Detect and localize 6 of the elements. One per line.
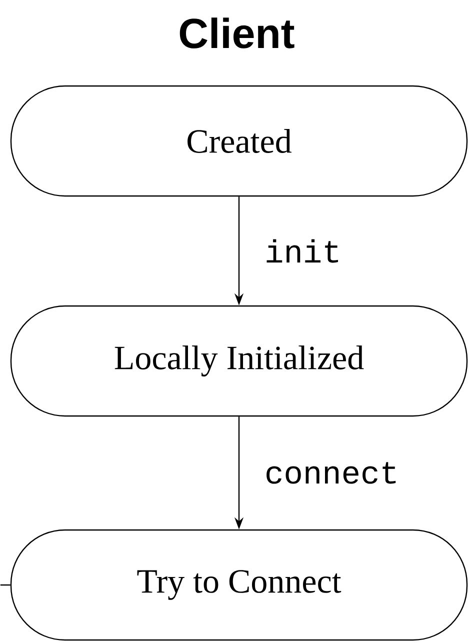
title: Client [180, 18, 294, 48]
edge-label: connect [266, 462, 396, 484]
state-box: Created [10, 85, 468, 197]
state-box: Locally Initialized [10, 305, 468, 417]
edge-label: init [266, 239, 338, 263]
state-box: Try to Connect [10, 529, 468, 641]
